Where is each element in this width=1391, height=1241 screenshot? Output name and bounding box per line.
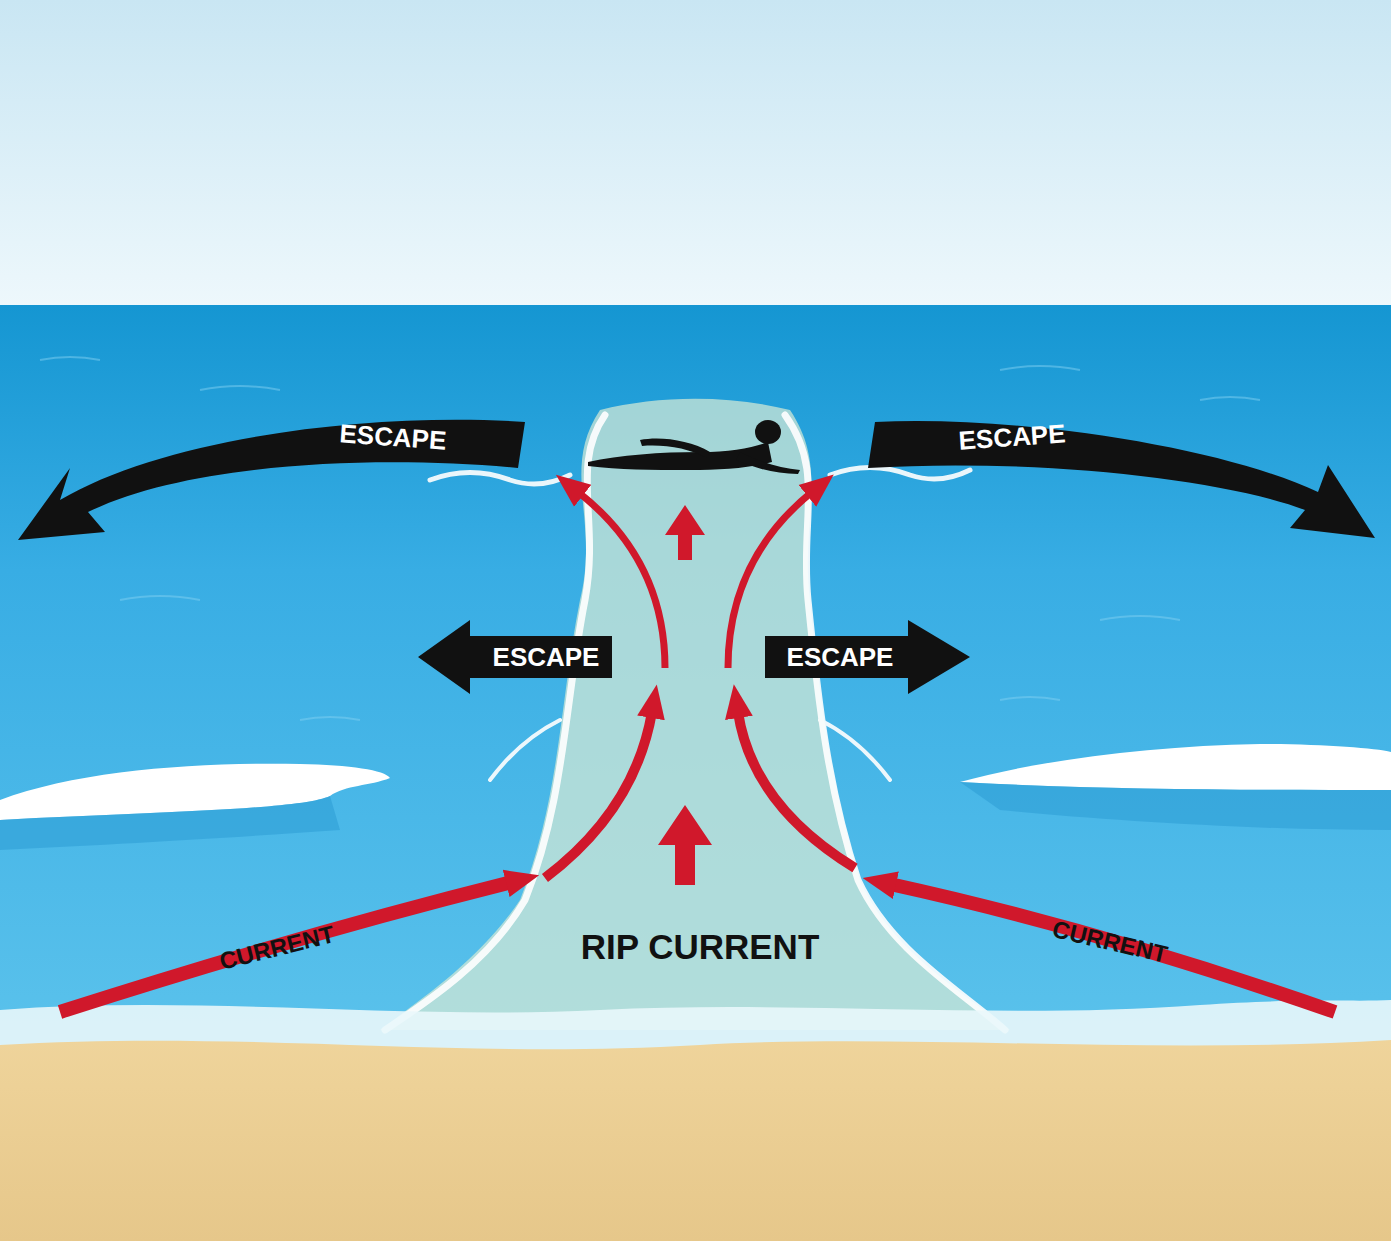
current-arrows [60,492,1335,1012]
rip-current-title: RIP CURRENT [581,929,820,964]
swimmer [588,420,800,474]
escape-arrow [18,420,525,540]
escape-label: ESCAPE [493,644,600,670]
escape-label: ESCAPE [339,420,447,453]
current-label: CURRENT [217,922,337,974]
sand [0,1040,1391,1241]
wave-shadow [960,782,1391,830]
escape-arrow [418,620,612,694]
outflow-arrow [658,805,712,885]
foam [385,415,1005,1030]
sky [0,0,1391,310]
wave [960,744,1391,790]
outflow-arrow [665,505,705,560]
rip-channel [380,399,1010,1030]
sea [0,305,1391,1065]
escape-arrow [868,421,1375,538]
escape-label: ESCAPE [787,644,894,670]
current-label: CURRENT [1050,917,1170,967]
escape-arrow [765,620,970,694]
escape-label: ESCAPE [958,420,1066,453]
wave-shadow [0,796,340,850]
